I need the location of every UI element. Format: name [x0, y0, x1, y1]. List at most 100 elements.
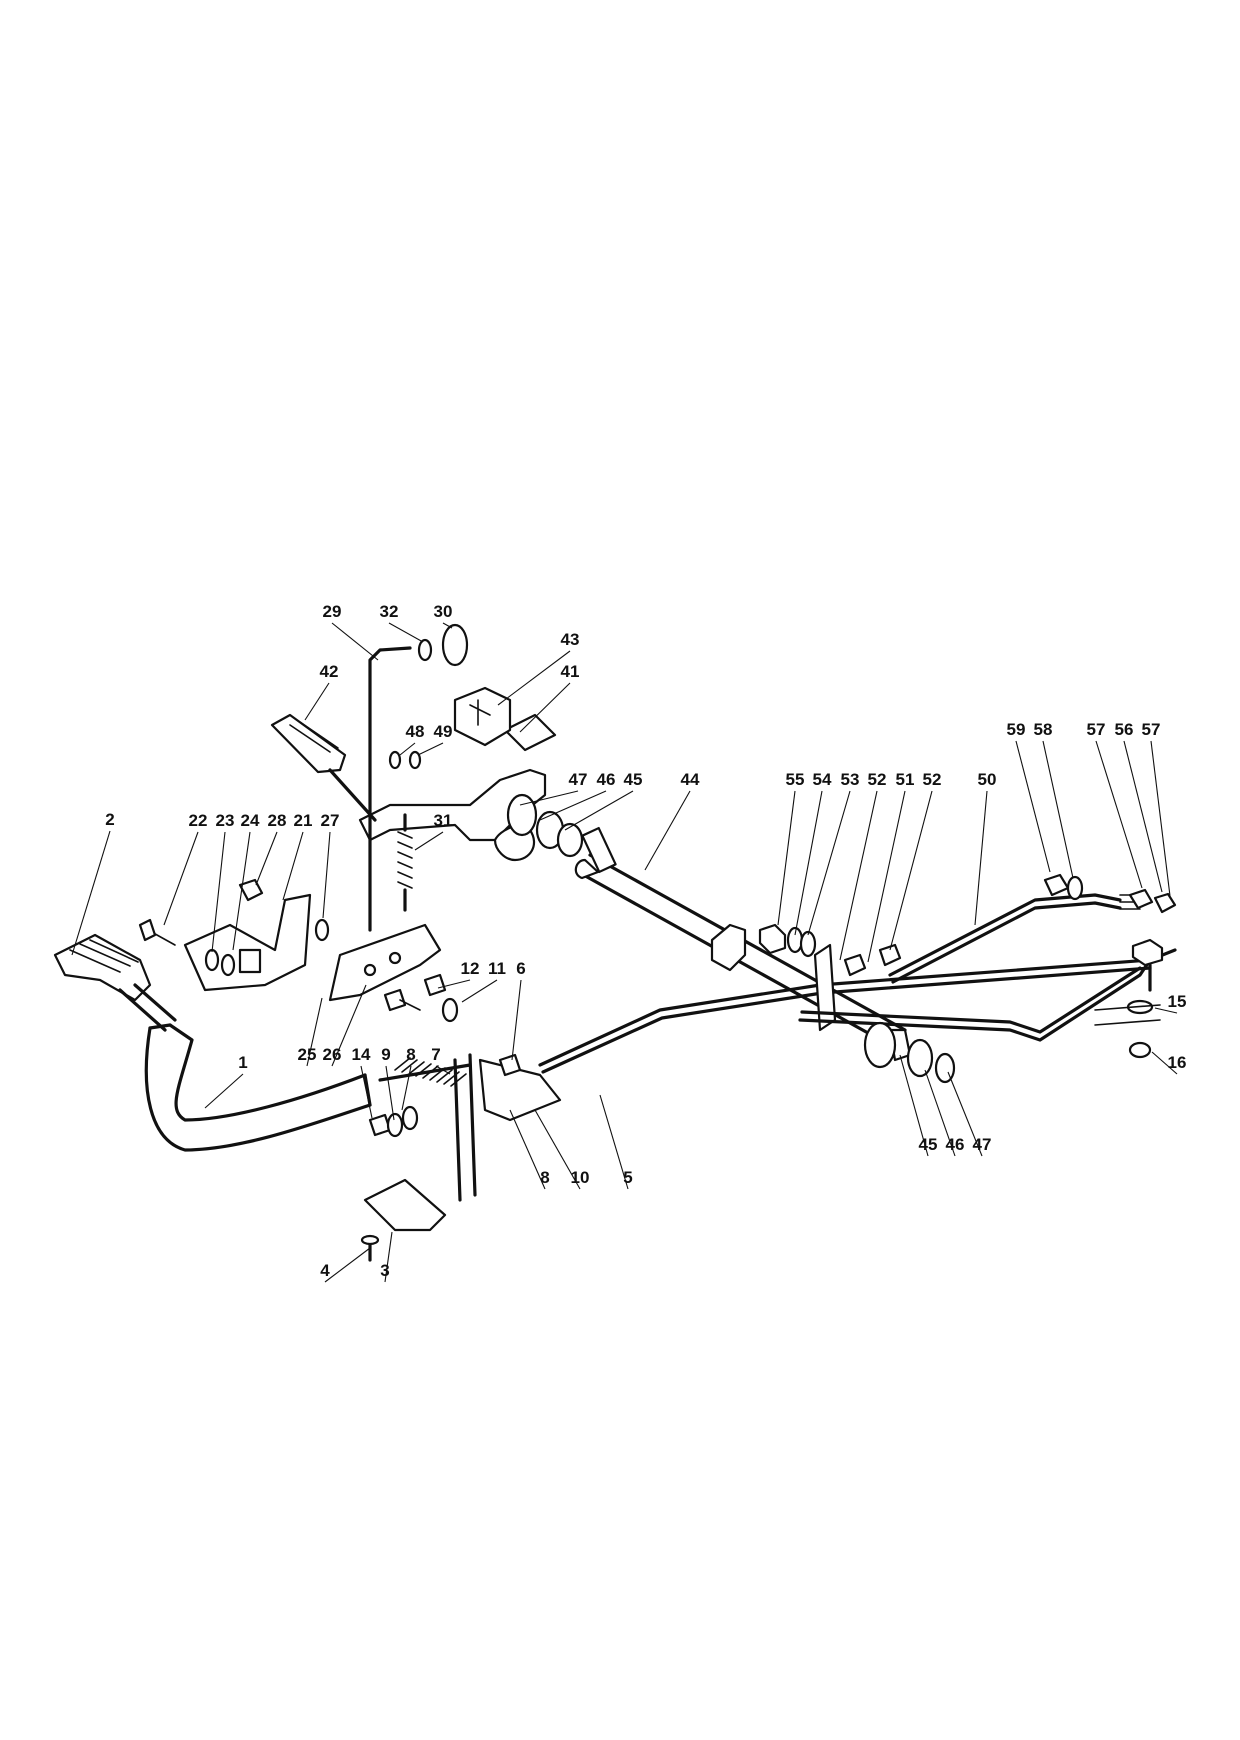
bracket-21 [183, 893, 312, 992]
callout-leader [401, 1065, 412, 1111]
callout-47b: 47 [947, 1071, 992, 1157]
callout-leader [644, 790, 691, 871]
callout-number: 14 [352, 1045, 371, 1064]
spring-31 [397, 813, 413, 912]
callout-27: 27 [321, 811, 340, 919]
callout-number: 6 [516, 959, 525, 978]
callout-number: 3 [380, 1261, 389, 1280]
callout-42: 42 [304, 662, 339, 721]
callout-leader [388, 622, 424, 643]
callout-leader [564, 790, 634, 831]
callout-number: 32 [380, 602, 399, 621]
callout-leader [204, 1073, 244, 1109]
callout-number: 2 [105, 810, 114, 829]
callout-number: 24 [241, 811, 260, 830]
callout-number: 23 [216, 811, 235, 830]
callout-leader [539, 790, 607, 821]
callout-6: 6 [511, 959, 526, 1061]
bracket-10 [453, 1053, 562, 1202]
callout-44: 44 [644, 770, 700, 871]
callout-number: 31 [434, 811, 453, 830]
callout-49: 49 [417, 722, 452, 756]
callout-32: 32 [380, 602, 424, 643]
callout-leader [414, 831, 444, 851]
callout-number: 8 [540, 1168, 549, 1187]
callout-leader [282, 831, 304, 901]
callout-28: 28 [255, 811, 286, 886]
clip-3 [363, 1178, 447, 1232]
callout-45a: 45 [564, 770, 642, 831]
callout-leader [442, 622, 453, 629]
callout-leader [385, 1065, 395, 1121]
callout-number: 8 [406, 1045, 415, 1064]
callout-52b: 52 [889, 770, 942, 951]
callout-leader [974, 790, 988, 926]
callout-leader [255, 831, 278, 886]
shaft-ends [581, 826, 956, 1084]
callout-leader [324, 1247, 371, 1283]
callout-number: 7 [431, 1045, 440, 1064]
callout-leader [599, 1094, 629, 1190]
callout-24: 24 [232, 811, 260, 951]
callout-22: 22 [163, 811, 207, 926]
callout-leader [534, 1109, 581, 1190]
callout-number: 44 [681, 770, 700, 789]
callout-number: 47 [973, 1135, 992, 1154]
callout-number: 51 [896, 770, 915, 789]
callout-5: 5 [599, 1094, 633, 1190]
callout-number: 46 [597, 770, 616, 789]
callout-leader [947, 1071, 983, 1157]
callout-leader [924, 1069, 956, 1157]
callout-leader [497, 650, 571, 706]
callout-leader [306, 997, 323, 1067]
callout-9: 9 [381, 1045, 395, 1121]
callout-43: 43 [497, 630, 579, 706]
callout-leader [839, 790, 878, 961]
callout-number: 48 [406, 722, 425, 741]
plate-25 [328, 923, 442, 1002]
callout-54: 54 [794, 770, 832, 936]
callout-leader [461, 979, 498, 1003]
callout-number: 21 [294, 811, 313, 830]
callout-leader [519, 682, 571, 733]
callout-leader [417, 742, 444, 756]
callout-number: 42 [320, 662, 339, 681]
callout-45b: 45 [899, 1054, 937, 1157]
callout-number: 47 [569, 770, 588, 789]
callout-leader [360, 1065, 373, 1119]
callout-number: 41 [561, 662, 580, 681]
screw-4 [360, 1234, 380, 1262]
callout-16: 16 [1151, 1051, 1187, 1075]
callout-51: 51 [867, 770, 915, 963]
callout-57a: 57 [1087, 720, 1143, 889]
callout-leader [435, 1065, 451, 1075]
callout-4: 4 [320, 1247, 371, 1283]
callout-8b: 8 [509, 1109, 550, 1190]
callout-leader [322, 831, 331, 919]
callout-57b: 57 [1142, 720, 1171, 897]
callout-number: 1 [238, 1053, 247, 1072]
callout-14: 14 [352, 1045, 373, 1119]
callout-31: 31 [414, 811, 453, 851]
callout-30: 30 [434, 602, 453, 629]
callout-55: 55 [777, 770, 804, 926]
callout-number: 12 [461, 959, 480, 978]
callout-leader [509, 1109, 546, 1190]
callout-number: 52 [923, 770, 942, 789]
callout-number: 27 [321, 811, 340, 830]
callout-number: 10 [571, 1168, 590, 1187]
callout-number: 59 [1007, 720, 1026, 739]
lever-knob-43 [453, 686, 512, 747]
callout-leader [1015, 740, 1051, 873]
callout-number: 16 [1168, 1053, 1187, 1072]
callout-number: 46 [946, 1135, 965, 1154]
callout-48: 48 [399, 722, 425, 756]
callout-number: 57 [1087, 720, 1106, 739]
callout-leader [794, 790, 823, 936]
shaft-bracket [710, 923, 837, 1032]
callout-leader [889, 790, 933, 951]
callout-10: 10 [534, 1109, 590, 1190]
callout-number: 15 [1168, 992, 1187, 1011]
